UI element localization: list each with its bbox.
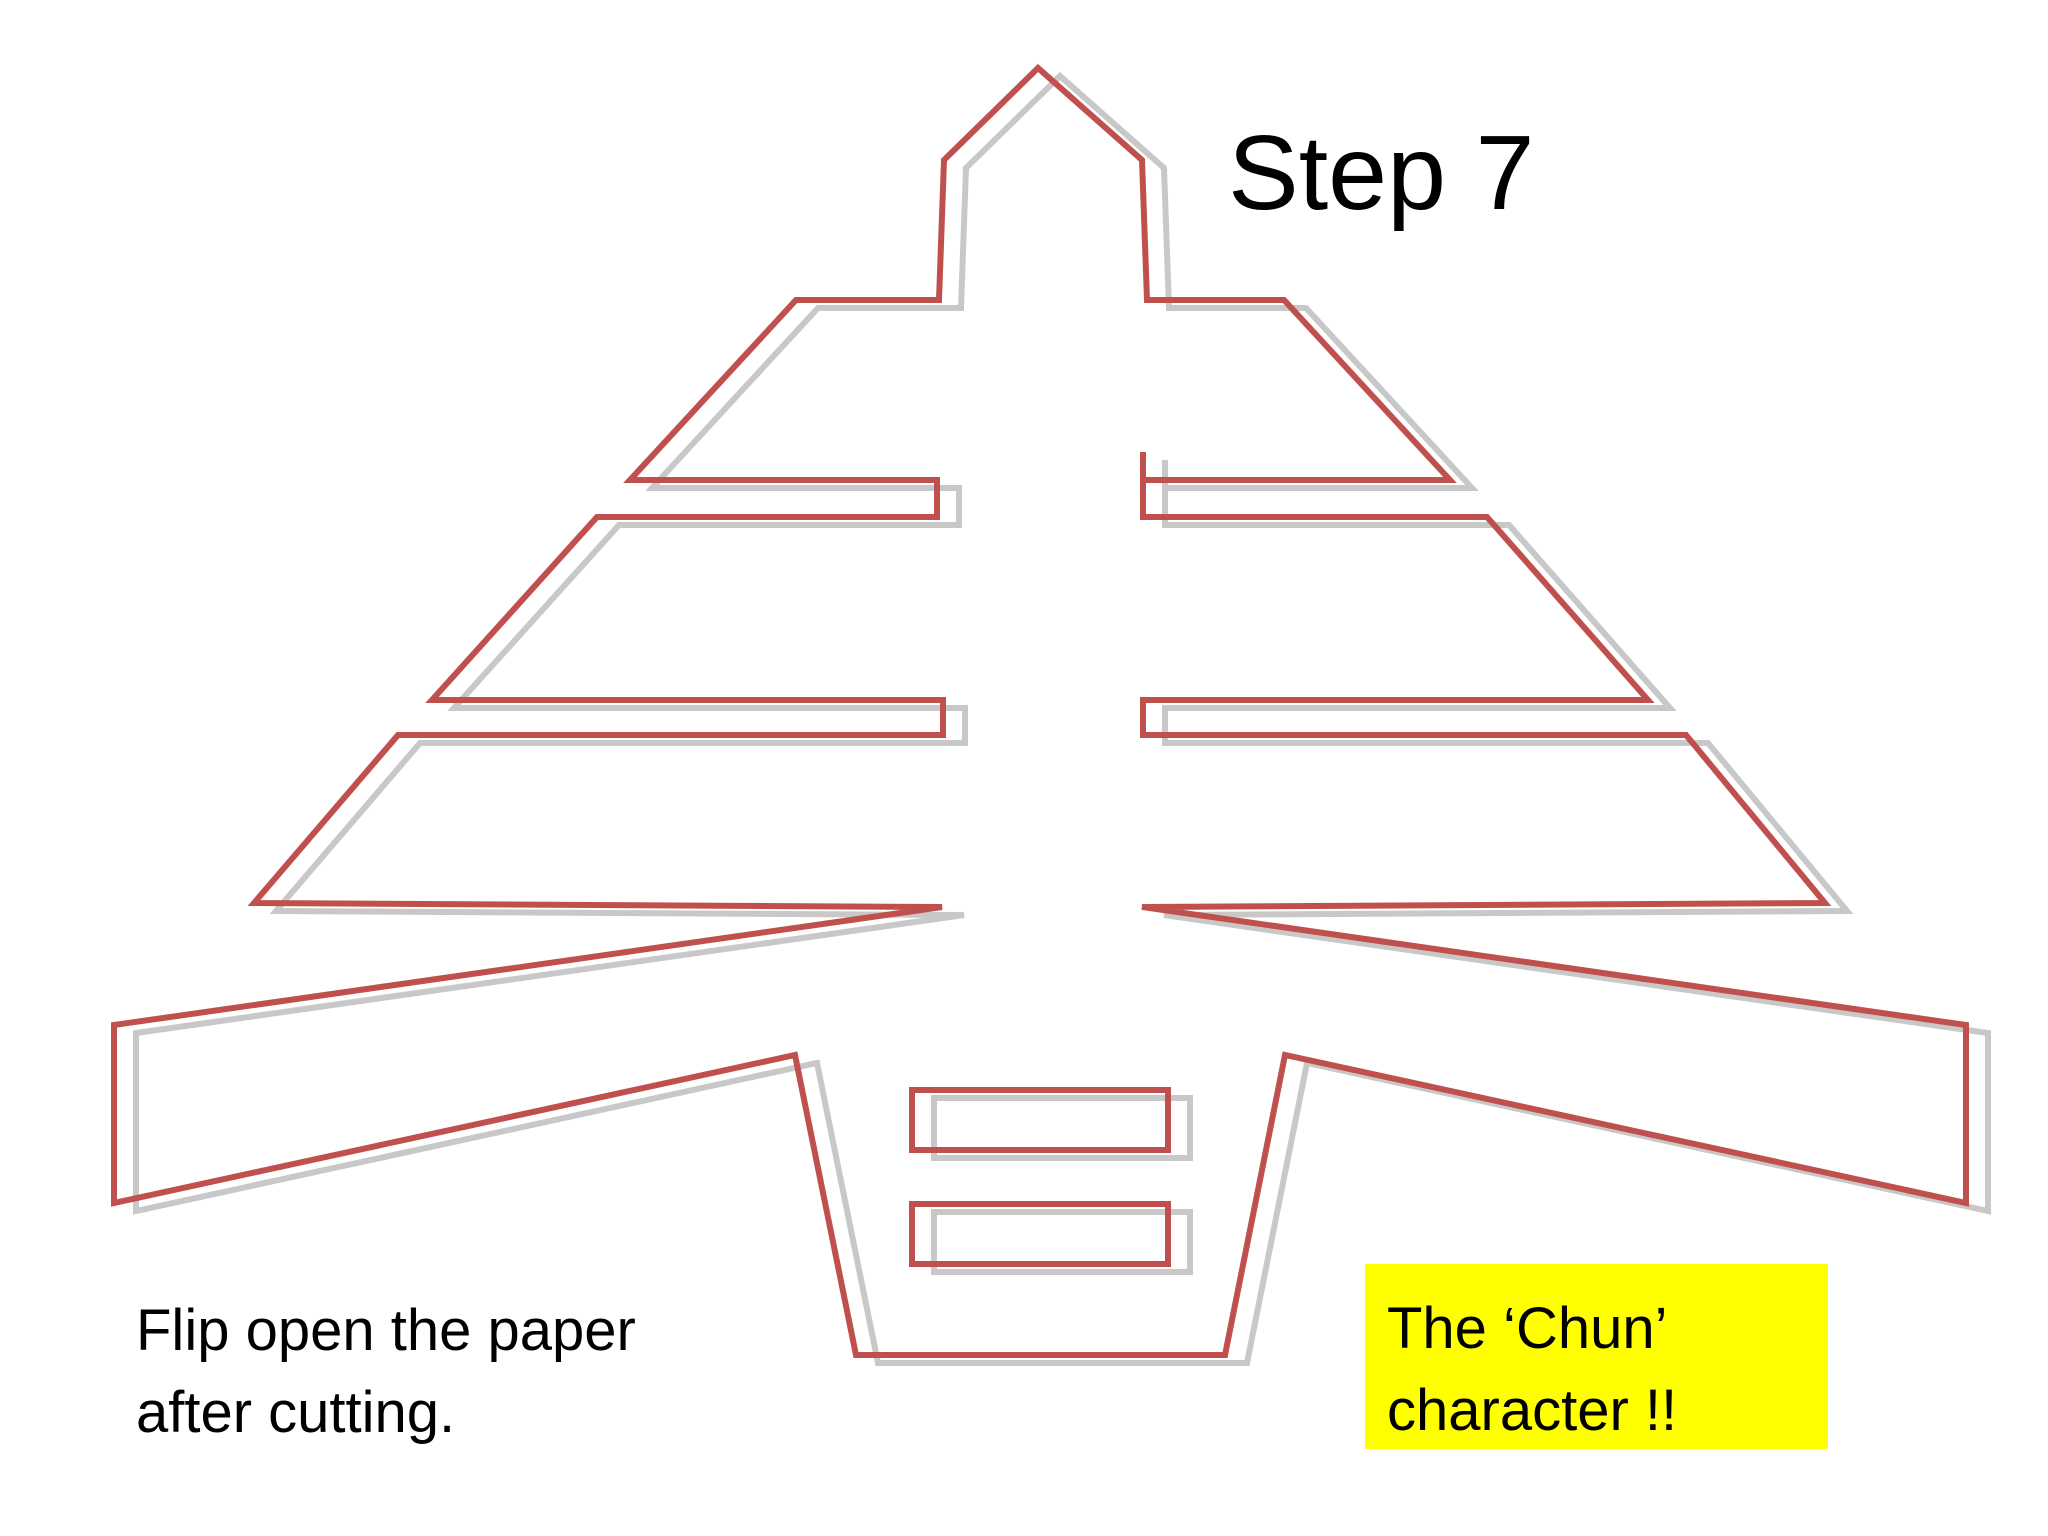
callout-line-2: character !!	[1387, 1378, 1678, 1443]
callout-line-1: The ‘Chun’	[1387, 1296, 1668, 1361]
instruction-text: Flip open the paper after cutting.	[136, 1290, 836, 1454]
instruction-line-1: Flip open the paper	[136, 1298, 636, 1363]
chun-callout-box: The ‘Chun’ character !!	[1365, 1264, 1828, 1449]
outline-shadow	[133, 71, 1991, 1366]
outline-cut-line	[111, 63, 1969, 1358]
instruction-line-2: after cutting.	[136, 1380, 456, 1445]
step-title: Step 7	[1228, 114, 1535, 232]
